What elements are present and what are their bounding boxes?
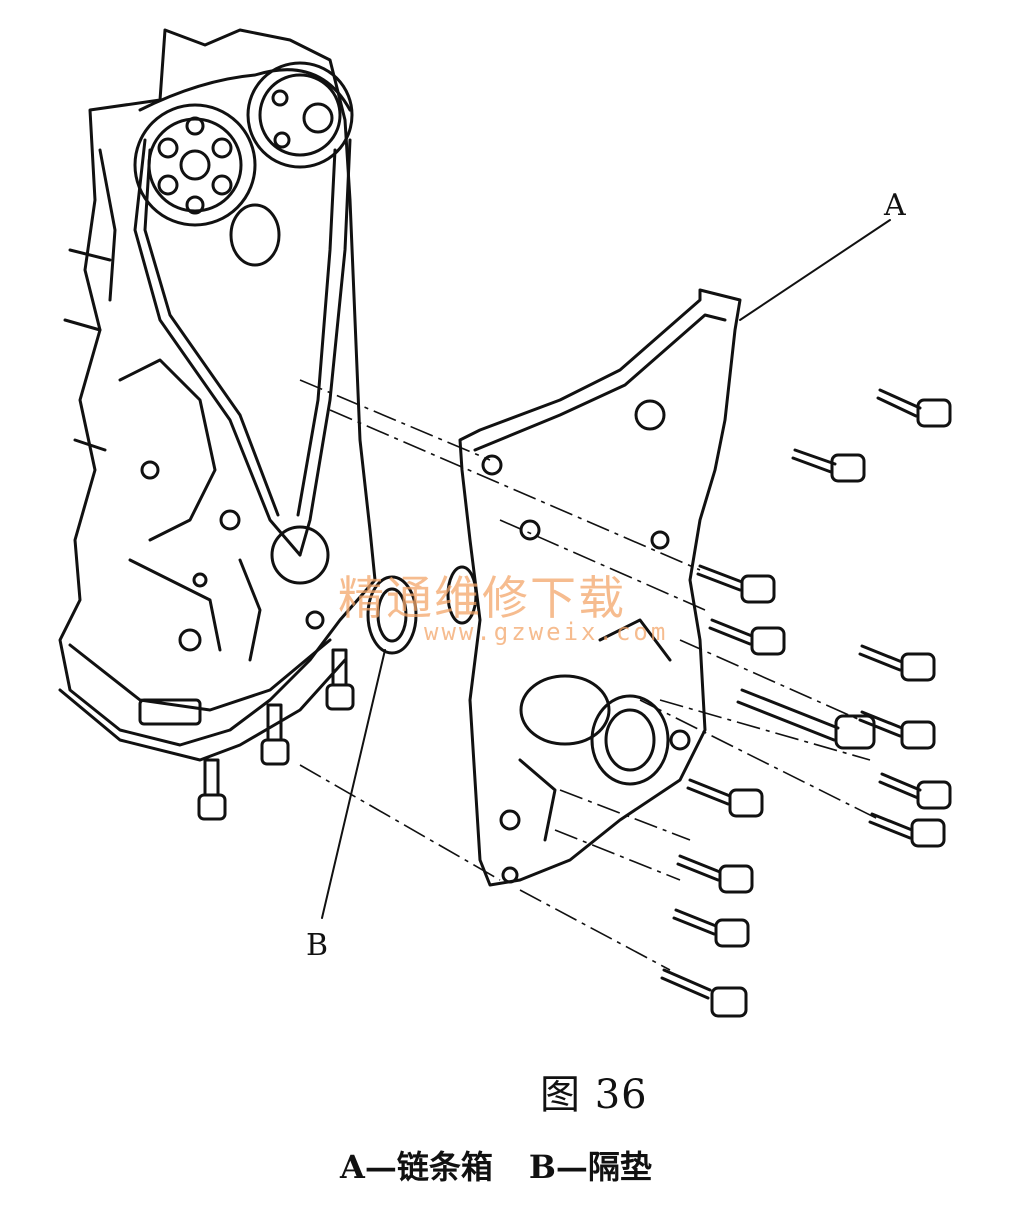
timing-chain: [133, 68, 352, 557]
caption-b: B—隔垫: [528, 1148, 652, 1186]
label-b: B: [306, 928, 329, 963]
crankshaft-sprocket: [270, 525, 330, 585]
alignment-lines: [299, 379, 881, 971]
figure-caption: A—链条箱 B—隔垫: [340, 1142, 652, 1188]
caption-a: A—链条箱: [340, 1148, 493, 1186]
camshaft-sprocket-right: [246, 61, 354, 169]
watermark-text: 精通维修下载: [338, 571, 626, 625]
watermark-url: www.gzweix.com: [424, 618, 669, 646]
engine-block: [58, 28, 377, 762]
camshaft-sprocket-left: [133, 103, 257, 227]
leader-line-b: [321, 649, 386, 919]
figure-number: 图 36: [540, 1072, 648, 1118]
cover-bolts: [660, 388, 952, 1018]
oil-pan-bolts: [197, 648, 355, 821]
leader-line-a: [739, 219, 891, 321]
label-a: A: [884, 188, 906, 223]
chain-tensioner: [229, 203, 281, 267]
